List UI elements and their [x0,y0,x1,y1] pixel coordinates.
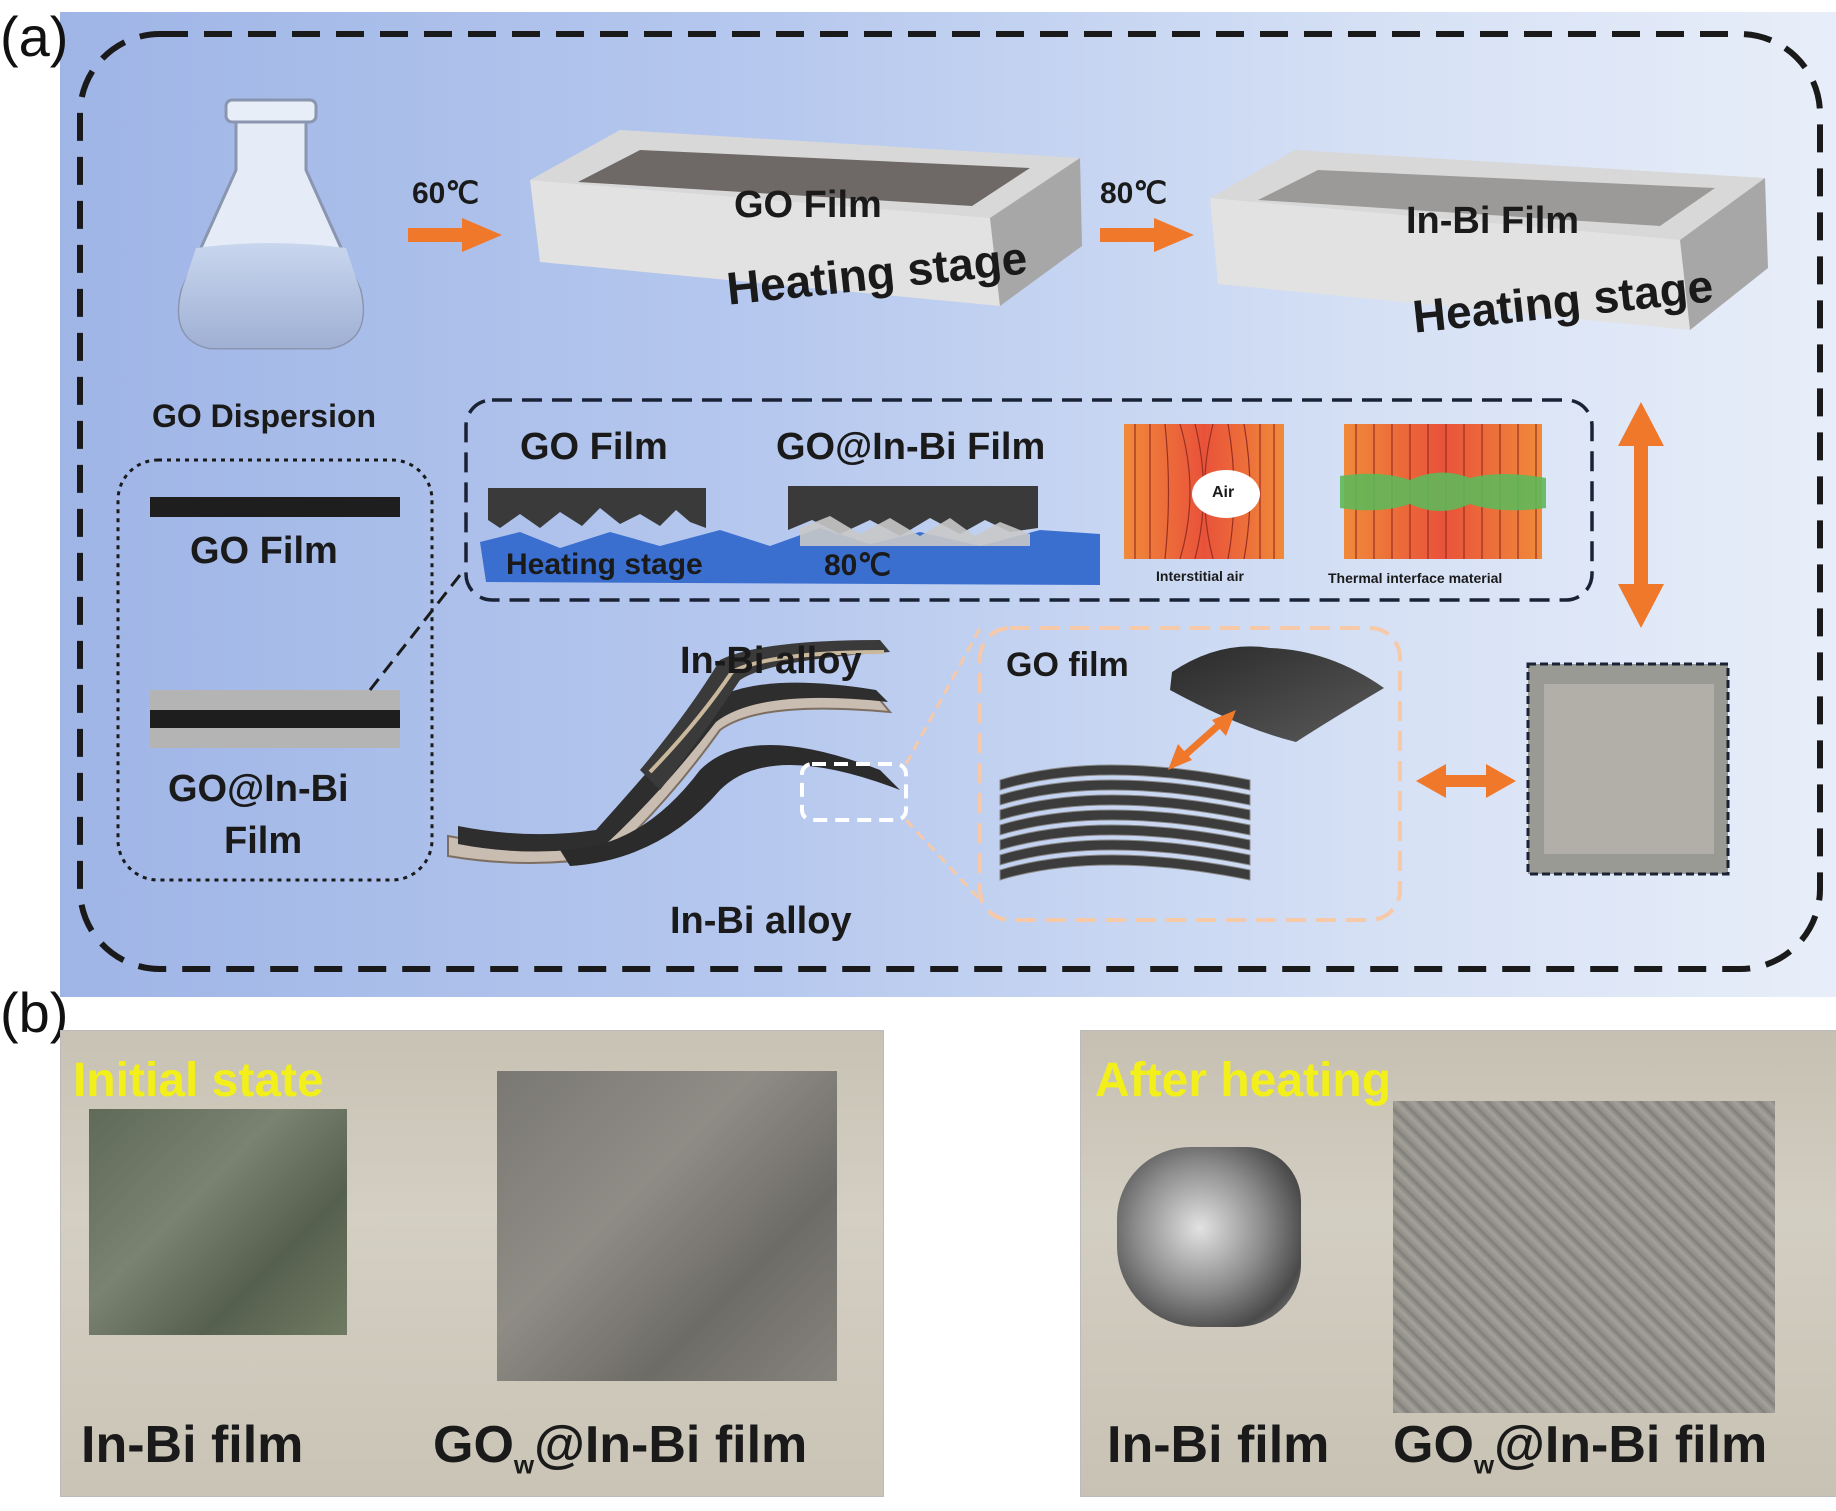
inset-dashed-box [464,398,1594,602]
air-label: Air [1212,484,1235,501]
go-film-sheet [1170,646,1384,742]
composite-film-sample-initial [497,1071,837,1381]
heating-stage-1 [530,130,1082,306]
inbi-alloy-sheets [447,640,900,866]
outer-dashed-border [77,31,1823,972]
initial-state-label: Initial state [73,1054,324,1107]
legend-composite-label-1: GO@In-Bi [168,768,349,810]
legend-dotted-box [116,458,434,882]
inset-composite-label: GO@In-Bi Film [776,426,1046,468]
double-arrow-diagonal-icon [1168,710,1236,770]
photo-initial-state: Initial state In-Bi film GOw@In-Bi film [60,1030,884,1497]
heated-composite-film-label: GOw@In-Bi film [1393,1416,1768,1480]
initial-inbi-film-label: In-Bi film [81,1416,304,1474]
inbi-film-sample-initial [89,1109,347,1335]
interstitial-air-diagram [1124,423,1284,560]
tim-label: Thermal interface material [1328,570,1503,586]
photo-after-heating: After heating In-Bi film GOw@In-Bi film [1080,1030,1836,1497]
temp-80-label: 80℃ [1100,177,1168,210]
interstitial-air-label: Interstitial air [1156,568,1244,584]
heated-inbi-film-label: In-Bi film [1107,1416,1330,1474]
initial-composite-film-label: GOw@In-Bi film [433,1416,808,1480]
go-film-stack [999,764,1251,881]
heating-stage-2 [1210,150,1768,330]
zoom-line-bottom [904,818,982,902]
inset-stage-label: Heating stage [506,548,703,581]
inset-composite-film [788,486,1038,546]
double-arrow-vertical-icon [1618,402,1664,628]
legend-go-bar [150,497,400,517]
arrow-right-60-icon [408,218,502,252]
stage-1-top-label: GO Film [734,184,882,226]
zoom-line-top [904,627,982,765]
panel-b-letter: (b) [0,981,69,1044]
panel-a-letter: (a) [0,5,69,68]
go-dispersion-label: GO Dispersion [152,398,377,434]
inset-go-label: GO Film [520,426,668,468]
zoom-dashed-box [978,626,1402,922]
legend-connector-line [368,574,462,691]
after-heating-label: After heating [1095,1054,1392,1107]
zoom-highlight-box [800,762,908,822]
double-arrow-horizontal-icon [1416,764,1516,798]
inbi-film-sample-heated [1117,1147,1301,1327]
temp-60-label: 60℃ [412,177,480,210]
sample-photo-film [1544,684,1714,854]
alloy-bottom-label: In-Bi alloy [670,900,852,942]
inset-go-film [488,488,706,528]
legend-go-label: GO Film [190,530,338,572]
panel-a-drawing [77,31,1823,972]
inset-temp-label: 80℃ [824,549,892,582]
thermal-interface-diagram [1340,424,1546,559]
arrow-right-80-icon [1100,218,1194,252]
legend-composite-label-2: Film [224,820,303,862]
flask-icon [177,98,365,350]
composite-film-sample-heated [1393,1101,1775,1413]
stage-2-top-label: In-Bi Film [1406,200,1580,242]
legend-composite-bar [150,690,400,748]
go-film-label: GO film [1006,646,1129,684]
alloy-top-label: In-Bi alloy [680,640,862,682]
